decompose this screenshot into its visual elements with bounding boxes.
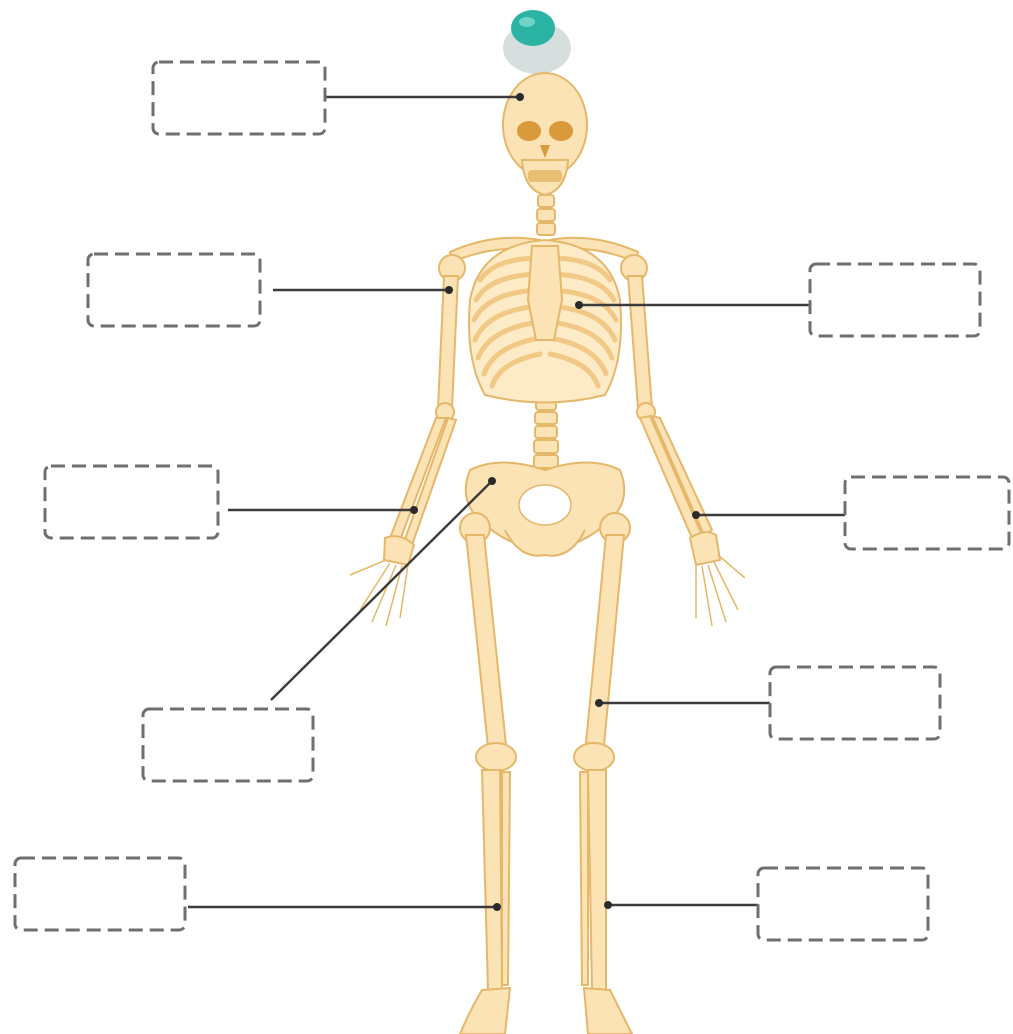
left-leg bbox=[460, 513, 516, 1034]
left-humerus bbox=[438, 276, 458, 408]
right-leg bbox=[574, 513, 632, 1034]
leader-line-pelvis bbox=[271, 481, 492, 700]
left-fibula bbox=[502, 772, 510, 985]
right-tibia bbox=[588, 770, 606, 990]
right-fibula bbox=[580, 772, 588, 985]
label-box-skull[interactable] bbox=[153, 62, 325, 134]
right-foot bbox=[584, 988, 632, 1034]
skull bbox=[503, 73, 587, 195]
right-femur bbox=[586, 535, 624, 745]
label-box-pelvis[interactable] bbox=[143, 709, 313, 781]
left-femur bbox=[466, 535, 506, 747]
left-wrist bbox=[384, 536, 414, 565]
right-eye-socket bbox=[549, 121, 573, 141]
left-patella bbox=[476, 743, 516, 771]
human-skeleton-icon bbox=[350, 73, 745, 1034]
teeth bbox=[528, 170, 562, 182]
ribcage bbox=[469, 240, 621, 403]
label-box-forearm[interactable] bbox=[45, 466, 218, 538]
left-foot bbox=[460, 988, 510, 1034]
label-box-humerus[interactable] bbox=[88, 254, 260, 326]
label-box-hand[interactable] bbox=[845, 477, 1009, 549]
label-box-ribcage[interactable] bbox=[810, 264, 980, 336]
left-eye-socket bbox=[517, 121, 541, 141]
label-box-lower-leg-right[interactable] bbox=[758, 868, 928, 940]
push-pin-icon bbox=[503, 10, 571, 74]
right-radius bbox=[640, 416, 702, 538]
right-patella bbox=[574, 743, 614, 771]
left-tibia bbox=[482, 770, 502, 990]
pelvis bbox=[466, 463, 624, 556]
label-box-lower-leg-left[interactable] bbox=[15, 858, 185, 930]
right-humerus bbox=[628, 276, 652, 408]
left-arm bbox=[350, 255, 465, 626]
right-arm bbox=[621, 255, 745, 626]
label-box-femur[interactable] bbox=[770, 667, 940, 739]
right-wrist bbox=[690, 532, 720, 565]
sternum bbox=[528, 246, 562, 340]
